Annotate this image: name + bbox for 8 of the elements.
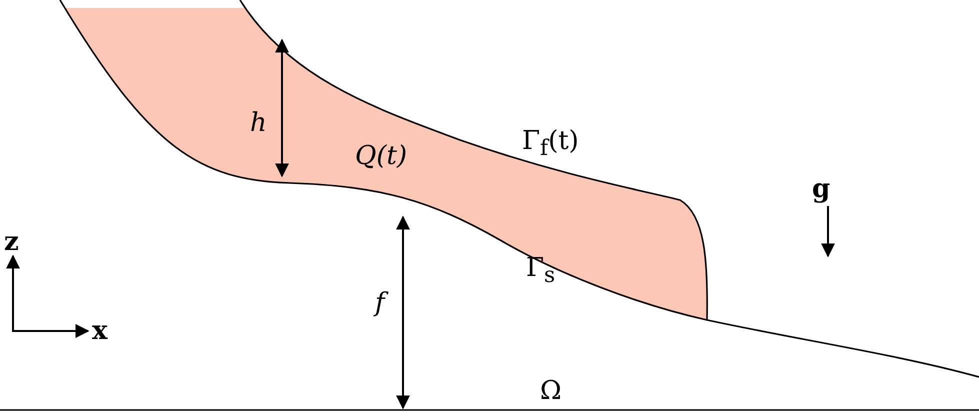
domain-label: Ω <box>540 378 562 404</box>
height-label: h <box>250 110 267 136</box>
bed-label: Γ$_{s}$ <box>526 255 556 287</box>
gravity-label: g <box>812 176 830 202</box>
axis-label: z <box>4 229 19 255</box>
flux-label: Q(t) <box>355 143 408 169</box>
free-surface-label: Γ$_{f}$(t) <box>522 128 579 160</box>
axis-label: x <box>92 318 108 344</box>
